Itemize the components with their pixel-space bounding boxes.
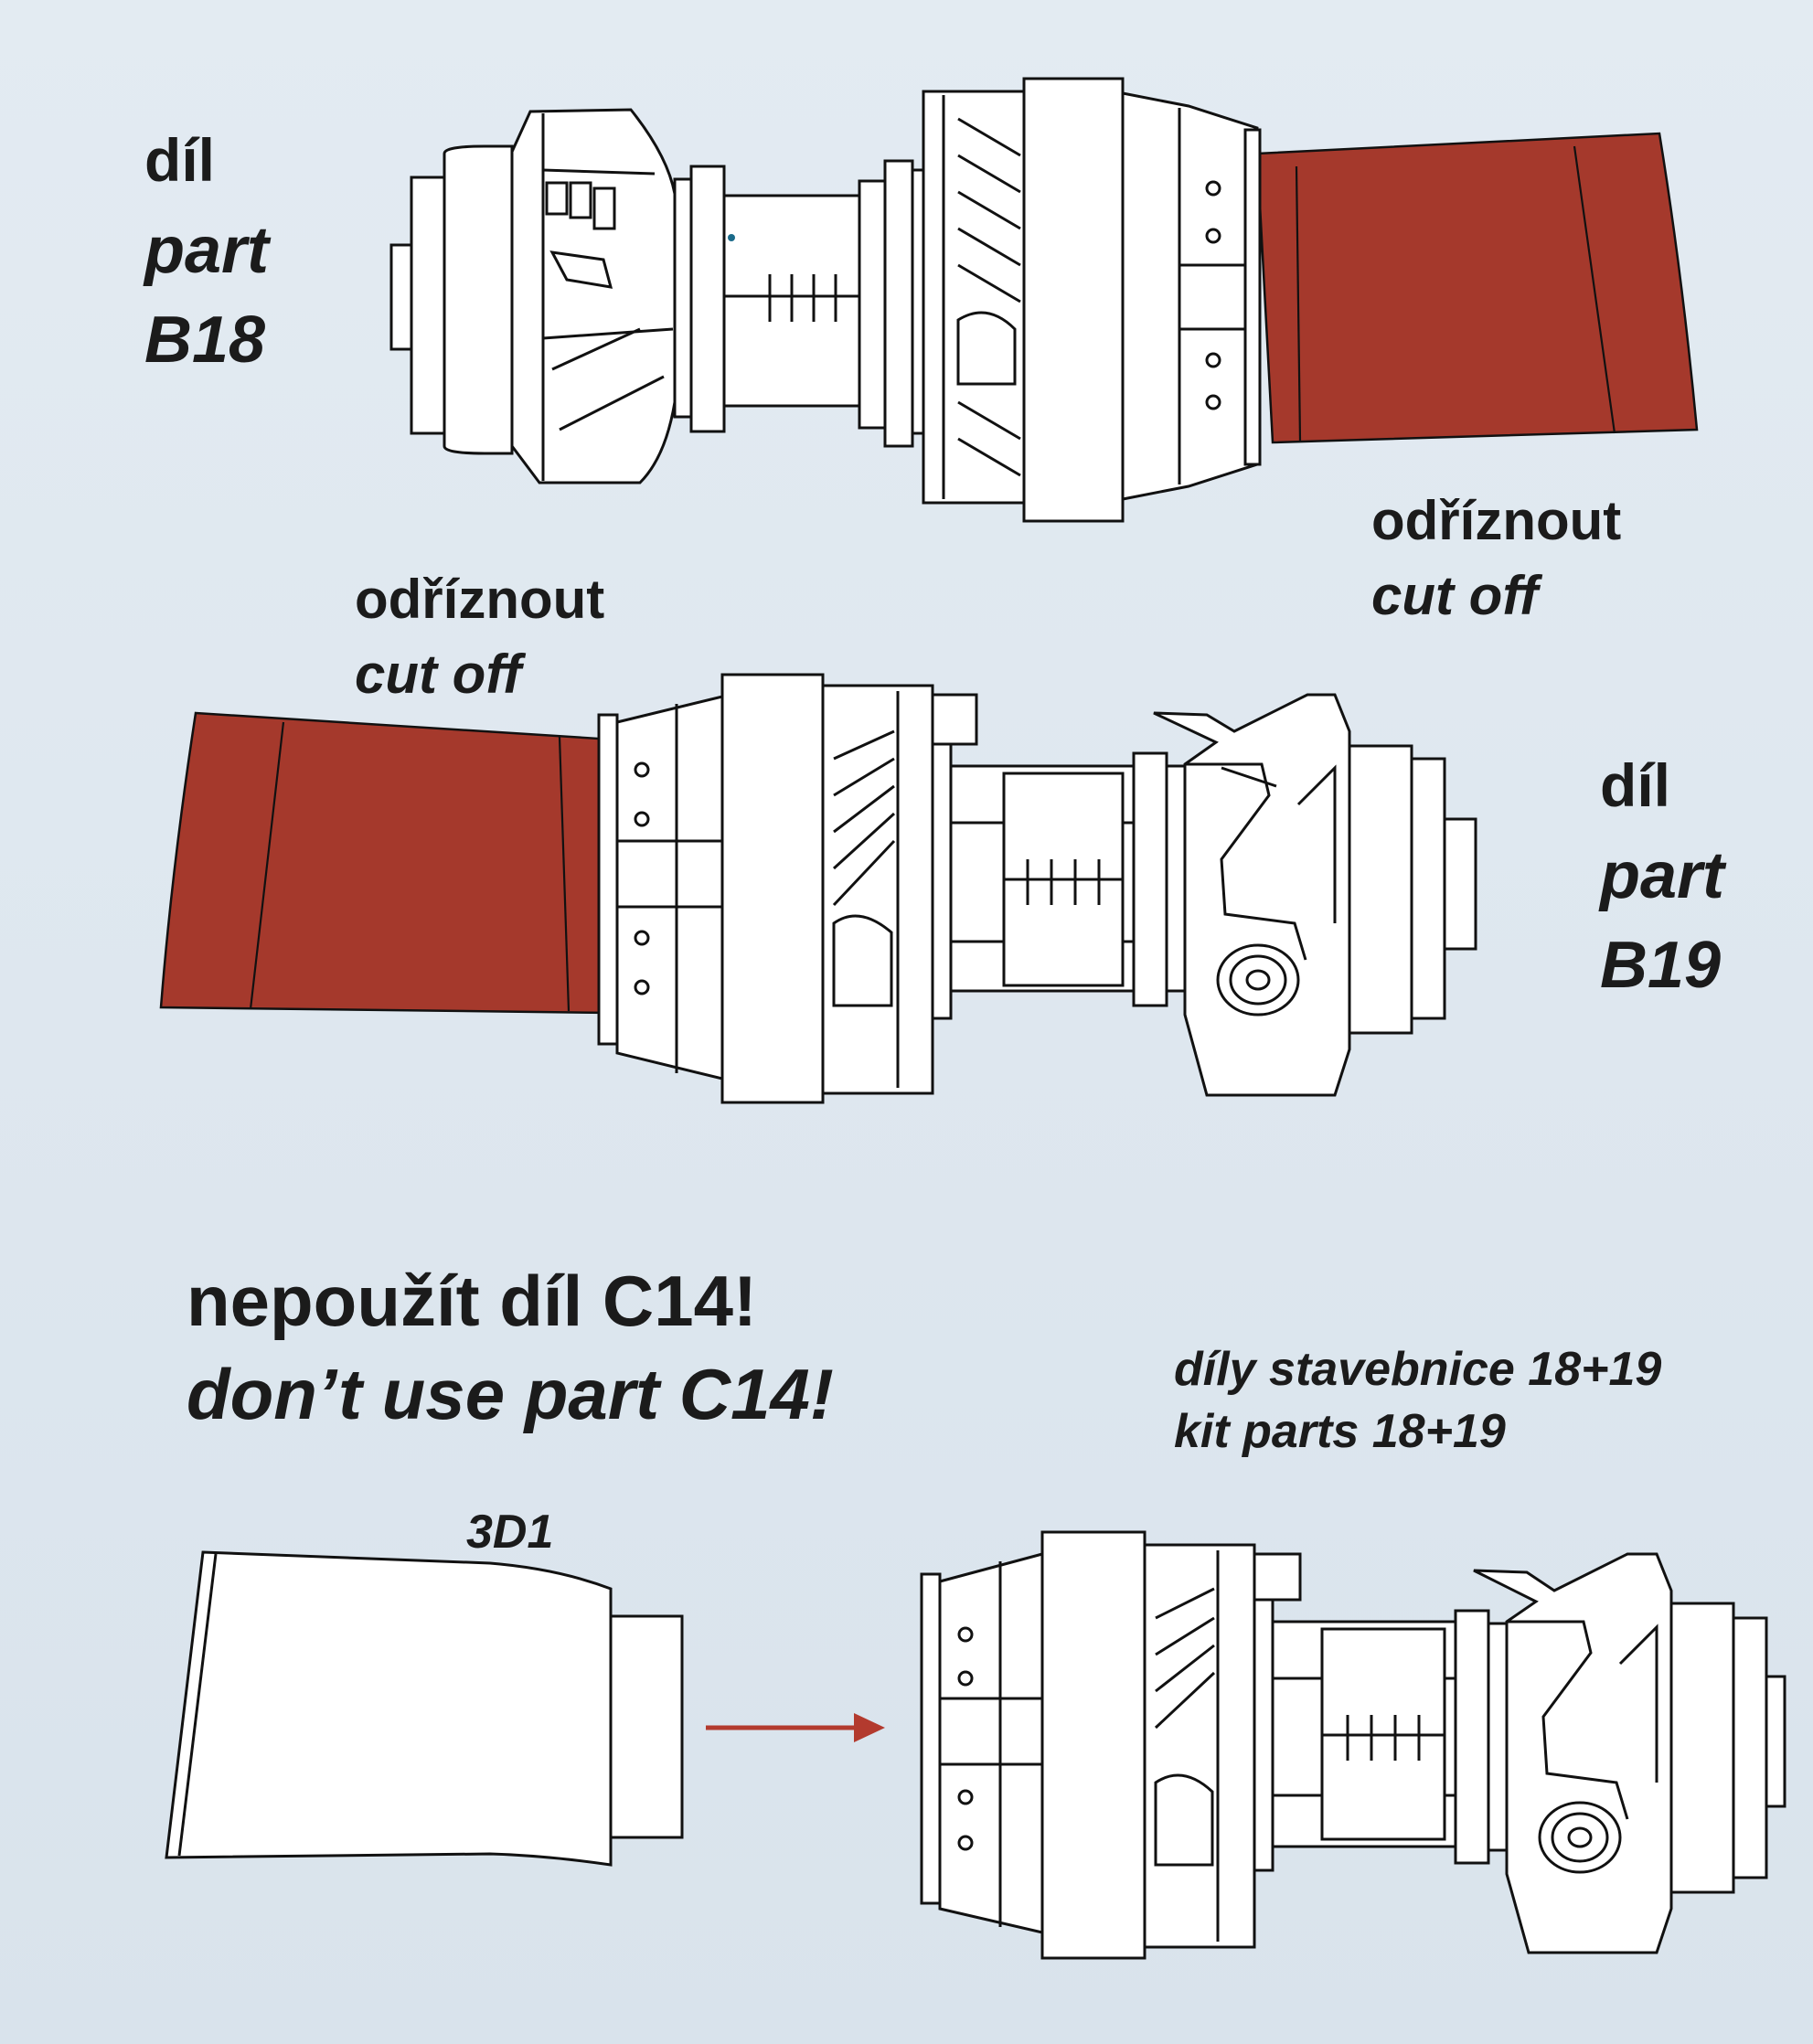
arrow-right-icon (706, 1713, 885, 1742)
b18-code-label: B18 (144, 303, 266, 377)
cut-off-region-b18 (1255, 132, 1699, 444)
cut-left-en-label: cut off (355, 644, 522, 705)
cut-left-cz-label: odříznout (355, 569, 605, 630)
engine-b19 (159, 673, 1477, 1104)
b19-code-label: B19 (1600, 929, 1722, 1002)
part-3d1-label: 3D1 (466, 1506, 554, 1559)
engine-b18 (389, 77, 1699, 523)
kit-cz-label: díly stavebnice 18+19 (1174, 1343, 1662, 1396)
cut-off-region-b19 (159, 711, 614, 1015)
b18-part-label: part (144, 214, 270, 287)
engine-kit-parts (920, 1530, 1786, 1960)
b19-part-label: part (1600, 839, 1725, 912)
b19-dil-label: díl (1600, 751, 1670, 819)
warning-en-label: don’t use part C14! (187, 1354, 834, 1434)
b18-dil-label: díl (144, 126, 215, 194)
kit-en-label: kit parts 18+19 (1174, 1405, 1506, 1458)
cut-right-en-label: cut off (1371, 565, 1539, 626)
cut-right-cz-label: odříznout (1371, 490, 1622, 551)
warning-cz-label: nepoužít díl C14! (187, 1261, 757, 1341)
part-3d1 (165, 1550, 684, 1867)
